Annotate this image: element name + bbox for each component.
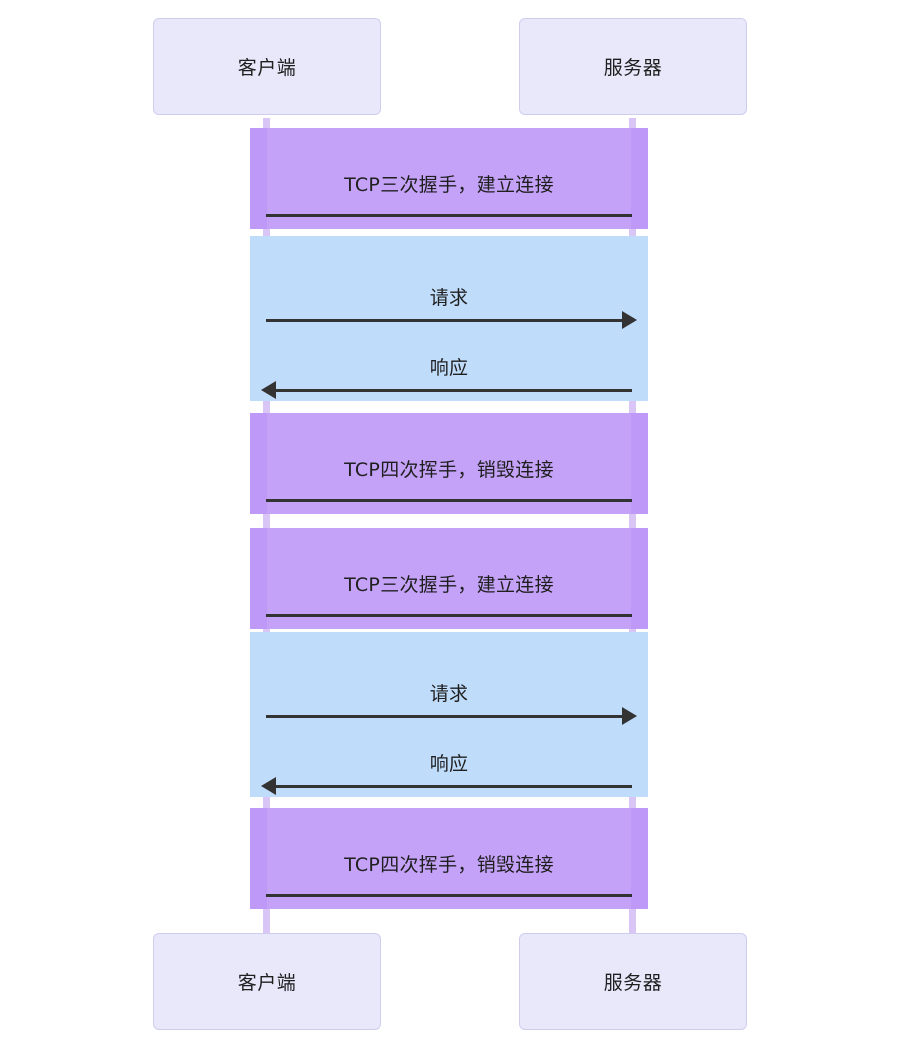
message-band-exchange-2: 请求 响应	[250, 632, 648, 797]
message-band-handshake-1: TCP三次握手，建立连接	[250, 128, 648, 229]
message-label-request-2: 请求	[429, 683, 469, 705]
actor-box-client-bottom[interactable]: 客户端	[153, 933, 381, 1030]
band-inner-fill	[267, 528, 631, 629]
message-label-handshake-1: TCP三次握手，建立连接	[344, 174, 554, 196]
message-line-handshake-1	[266, 214, 632, 217]
message-row-handshake-1: TCP三次握手，建立连接	[250, 128, 648, 229]
message-row-wave-1: TCP四次挥手，销毁连接	[250, 413, 648, 514]
message-band-handshake-2: TCP三次握手，建立连接	[250, 528, 648, 629]
message-line-request-2	[266, 715, 624, 718]
arrowhead-right-request-1	[622, 311, 637, 329]
message-line-response-2	[274, 785, 632, 788]
band-inner-fill	[267, 128, 631, 229]
message-line-request-1	[266, 319, 624, 322]
band-inner-fill	[267, 808, 631, 909]
message-band-wave-1: TCP四次挥手，销毁连接	[250, 413, 648, 514]
band-inner-fill	[267, 413, 631, 514]
message-line-wave-2	[266, 894, 632, 897]
actor-label-client-top: 客户端	[237, 57, 297, 79]
actor-label-server-top: 服务器	[603, 57, 663, 79]
message-row-request-2: 请求	[250, 632, 648, 797]
message-row-handshake-2: TCP三次握手，建立连接	[250, 528, 648, 629]
message-row-response-2: 响应	[250, 632, 648, 797]
lifeline-client	[263, 118, 270, 933]
message-label-handshake-2: TCP三次握手，建立连接	[344, 574, 554, 596]
message-band-exchange-1: 请求 响应	[250, 236, 648, 401]
message-label-request-1: 请求	[429, 287, 469, 309]
arrowhead-right-request-2	[622, 707, 637, 725]
message-line-wave-1	[266, 499, 632, 502]
actor-box-server-top[interactable]: 服务器	[519, 18, 747, 115]
arrowhead-left-response-1	[261, 381, 276, 399]
message-row-wave-2: TCP四次挥手，销毁连接	[250, 808, 648, 909]
message-line-handshake-2	[266, 614, 632, 617]
actor-label-server-bottom: 服务器	[603, 972, 663, 994]
message-label-wave-1: TCP四次挥手，销毁连接	[344, 459, 554, 481]
message-line-response-1	[274, 389, 632, 392]
message-label-wave-2: TCP四次挥手，销毁连接	[344, 854, 554, 876]
message-row-request-1: 请求	[250, 236, 648, 401]
actor-box-server-bottom[interactable]: 服务器	[519, 933, 747, 1030]
lifeline-server	[629, 118, 636, 933]
message-row-response-1: 响应	[250, 236, 648, 401]
message-band-wave-2: TCP四次挥手，销毁连接	[250, 808, 648, 909]
message-label-response-2: 响应	[429, 753, 469, 775]
actor-label-client-bottom: 客户端	[237, 972, 297, 994]
arrowhead-left-response-2	[261, 777, 276, 795]
actor-box-client-top[interactable]: 客户端	[153, 18, 381, 115]
message-label-response-1: 响应	[429, 357, 469, 379]
